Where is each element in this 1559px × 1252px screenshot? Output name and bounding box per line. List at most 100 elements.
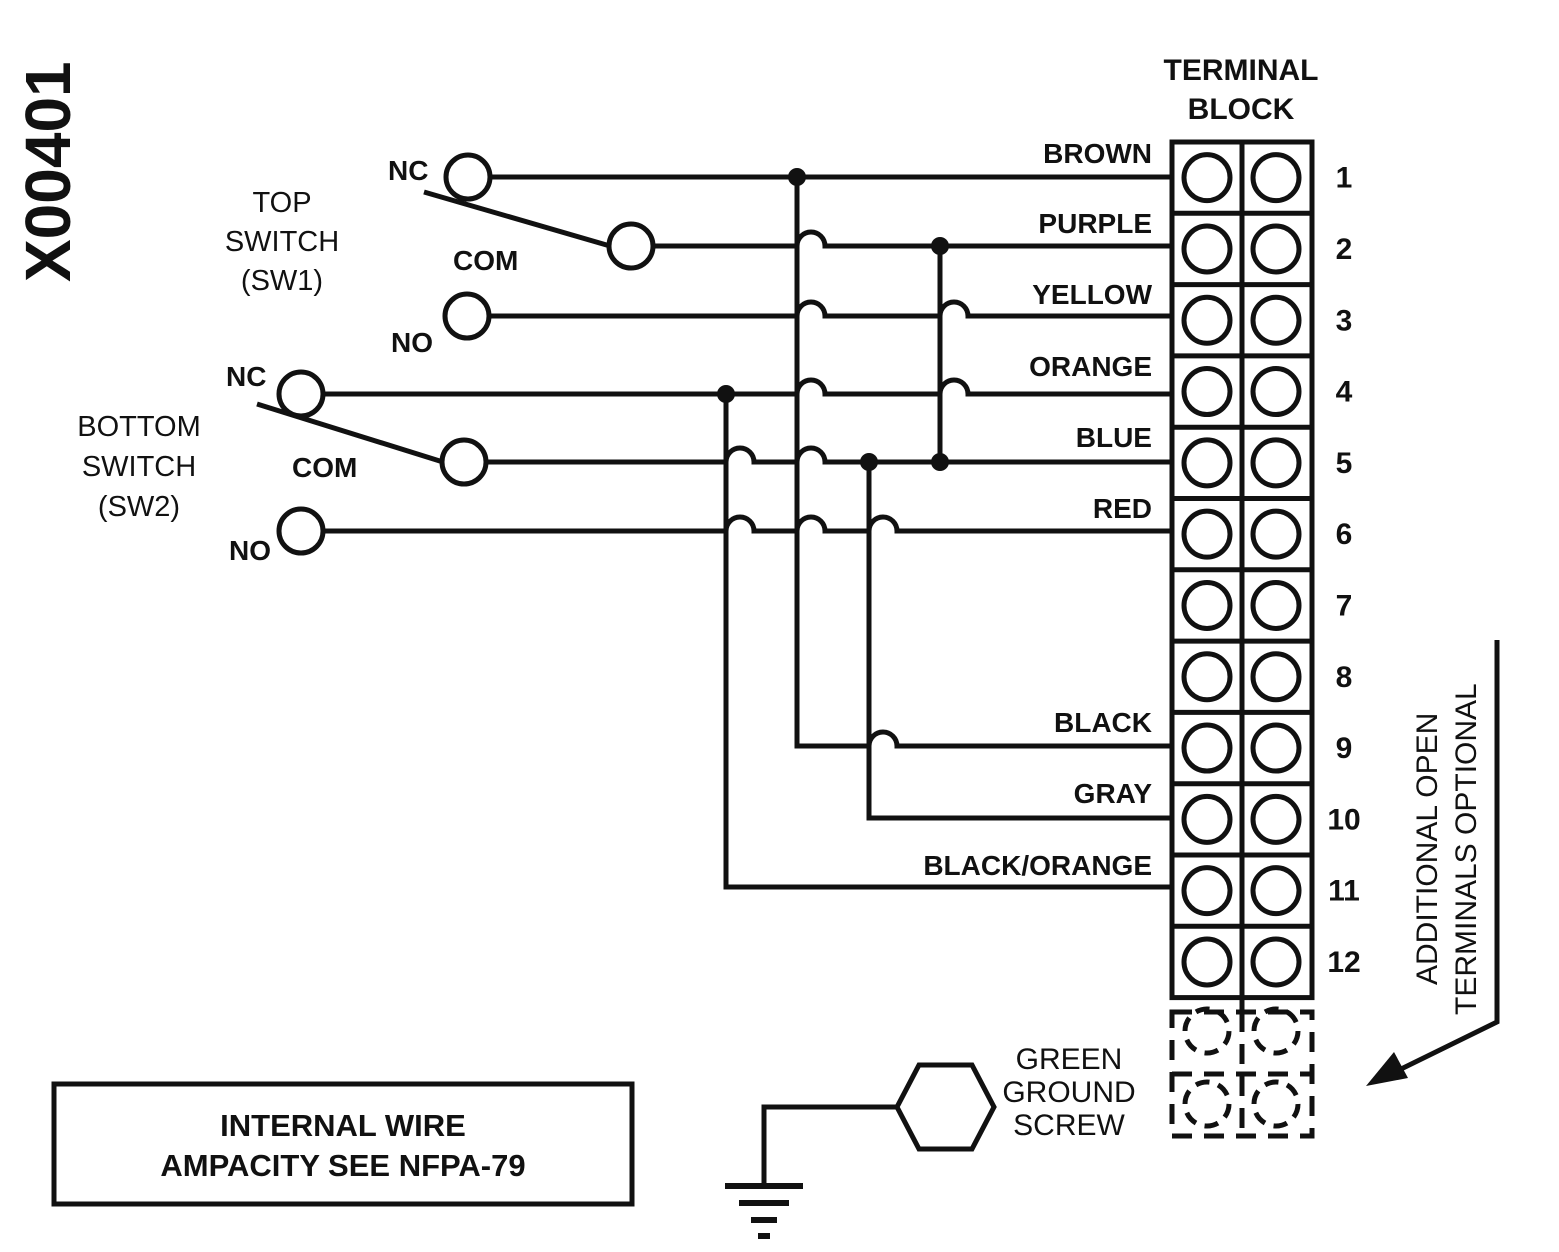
terminal-screw-icon [1181, 793, 1233, 845]
terminal-screw-icon [1181, 936, 1233, 988]
ground: GREEN GROUND SCREW [725, 1043, 1136, 1239]
wire-label-blue: BLUE [1076, 422, 1152, 453]
ground-label-line3: SCREW [1013, 1109, 1125, 1142]
sw1-no-label: NO [391, 327, 433, 358]
terminal-number: 8 [1336, 661, 1353, 694]
ampacity-note: INTERNAL WIRE AMPACITY SEE NFPA-79 [51, 1081, 635, 1207]
terminal-screw-icon [1250, 936, 1302, 988]
ampacity-note-line2: AMPACITY SEE NFPA-79 [160, 1148, 525, 1183]
sw2-nc-label: NC [226, 361, 266, 392]
sw2-name-line3: (SW2) [98, 491, 180, 523]
sw1-name-line3: (SW1) [241, 265, 323, 297]
sw1-nc-terminal [443, 152, 493, 202]
wire-labels: BROWN PURPLE YELLOW ORANGE BLUE RED BLAC… [923, 138, 1152, 881]
terminal-screw-icon [1250, 508, 1302, 560]
terminal-screw-icon [1250, 223, 1302, 275]
wire-label-black: BLACK [1054, 707, 1152, 738]
terminal-screw-icon [1250, 294, 1302, 346]
terminal-number: 7 [1336, 589, 1353, 622]
terminal-screw-icon [1250, 152, 1302, 204]
wire-label-gray: GRAY [1074, 778, 1153, 809]
terminal-screw-icon [1250, 366, 1302, 418]
wire-label-orange: ORANGE [1029, 351, 1152, 382]
bottom-switch: NC COM NO BOTTOM SWITCH (SW2) [77, 361, 489, 566]
terminal-number: 1 [1336, 162, 1353, 195]
optional-terminal [1251, 1079, 1301, 1129]
sw2-com-terminal [439, 437, 489, 487]
sw2-nc-terminal [276, 369, 326, 419]
wire-vertical-5-10 [866, 462, 1172, 821]
terminal-screw-icon [1250, 437, 1302, 489]
terminal-screw-icon [1250, 722, 1302, 774]
wire-blue [486, 445, 1172, 465]
terminal-block-title-line2: BLOCK [1188, 93, 1295, 126]
wire-label-brown: BROWN [1043, 138, 1152, 169]
junction-dot [931, 453, 949, 471]
terminal-number: 9 [1336, 732, 1353, 765]
terminal-number: 3 [1336, 304, 1353, 337]
top-switch: NC COM NO TOP SWITCH (SW1) [225, 152, 656, 358]
terminal-screw-icon [1250, 793, 1302, 845]
drawing-id: X00401 [12, 61, 84, 282]
sw1-nc-label: NC [388, 155, 428, 186]
wire-label-yellow: YELLOW [1032, 279, 1152, 310]
wire-orange [324, 377, 1172, 397]
ampacity-note-line1: INTERNAL WIRE [220, 1108, 466, 1143]
terminal-screw-icon [1181, 865, 1233, 917]
terminal-screw-icon [1181, 366, 1233, 418]
wire-yellow [490, 299, 1172, 319]
optional-note-line1: ADDITIONAL OPEN [1411, 713, 1444, 985]
terminal-screw-icon [1250, 579, 1302, 631]
sw1-com-terminal [606, 221, 656, 271]
junction-dot [717, 385, 735, 403]
sw1-name-line2: SWITCH [225, 226, 339, 258]
terminal-number: 11 [1328, 875, 1360, 908]
terminal-screw-icon [1181, 223, 1233, 275]
wire-vertical-4-11 [723, 394, 1172, 890]
sw2-no-label: NO [229, 535, 271, 566]
optional-note: ADDITIONAL OPEN TERMINALS OPTIONAL [1366, 640, 1500, 1086]
terminal-number: 6 [1336, 518, 1353, 551]
terminal-number: 2 [1336, 233, 1353, 266]
terminal-number: 10 [1327, 803, 1360, 836]
terminal-screw-icon [1181, 294, 1233, 346]
arrowhead-icon [1366, 1052, 1408, 1086]
arrow-icon [1393, 640, 1500, 1075]
sw2-name-line2: SWITCH [82, 451, 196, 483]
terminal-screw-icon [1181, 508, 1233, 560]
terminal-screw-icon [1250, 651, 1302, 703]
wire-red [324, 514, 1172, 534]
wires [324, 168, 1172, 890]
sw1-name-line1: TOP [252, 187, 311, 219]
sw2-com-label: COM [292, 452, 357, 483]
optional-note-line2: TERMINALS OPTIONAL [1450, 683, 1483, 1015]
optional-terminal [1251, 1006, 1301, 1056]
terminal-number: 5 [1336, 447, 1353, 480]
ground-screw-icon [894, 1062, 997, 1152]
terminal-number: 4 [1336, 376, 1353, 409]
wire-label-red: RED [1093, 493, 1152, 524]
terminal-screw-icon [1250, 865, 1302, 917]
terminal-screw-icon [1181, 722, 1233, 774]
terminal-screw-icon [1181, 437, 1233, 489]
junction-dot [931, 237, 949, 255]
sw2-name-line1: BOTTOM [77, 411, 201, 443]
sw2-no-terminal [276, 506, 326, 556]
sw1-com-label: COM [453, 245, 518, 276]
junction-dot [860, 453, 878, 471]
terminal-block [1169, 139, 1315, 1010]
terminal-screw-icon [1181, 152, 1233, 204]
optional-terminals [1169, 1006, 1315, 1139]
terminal-block-title-line1: TERMINAL [1164, 54, 1319, 87]
terminal-screw-icon [1181, 651, 1233, 703]
terminal-screw-icon [1181, 579, 1233, 631]
wire-label-black-orange: BLACK/ORANGE [923, 850, 1152, 881]
terminal-number: 12 [1327, 946, 1360, 979]
ground-label-line2: GROUND [1002, 1076, 1135, 1109]
optional-terminal [1182, 1006, 1232, 1056]
ground-label-line1: GREEN [1016, 1043, 1123, 1076]
junction-dot [788, 168, 806, 186]
wire-label-purple: PURPLE [1038, 208, 1152, 239]
